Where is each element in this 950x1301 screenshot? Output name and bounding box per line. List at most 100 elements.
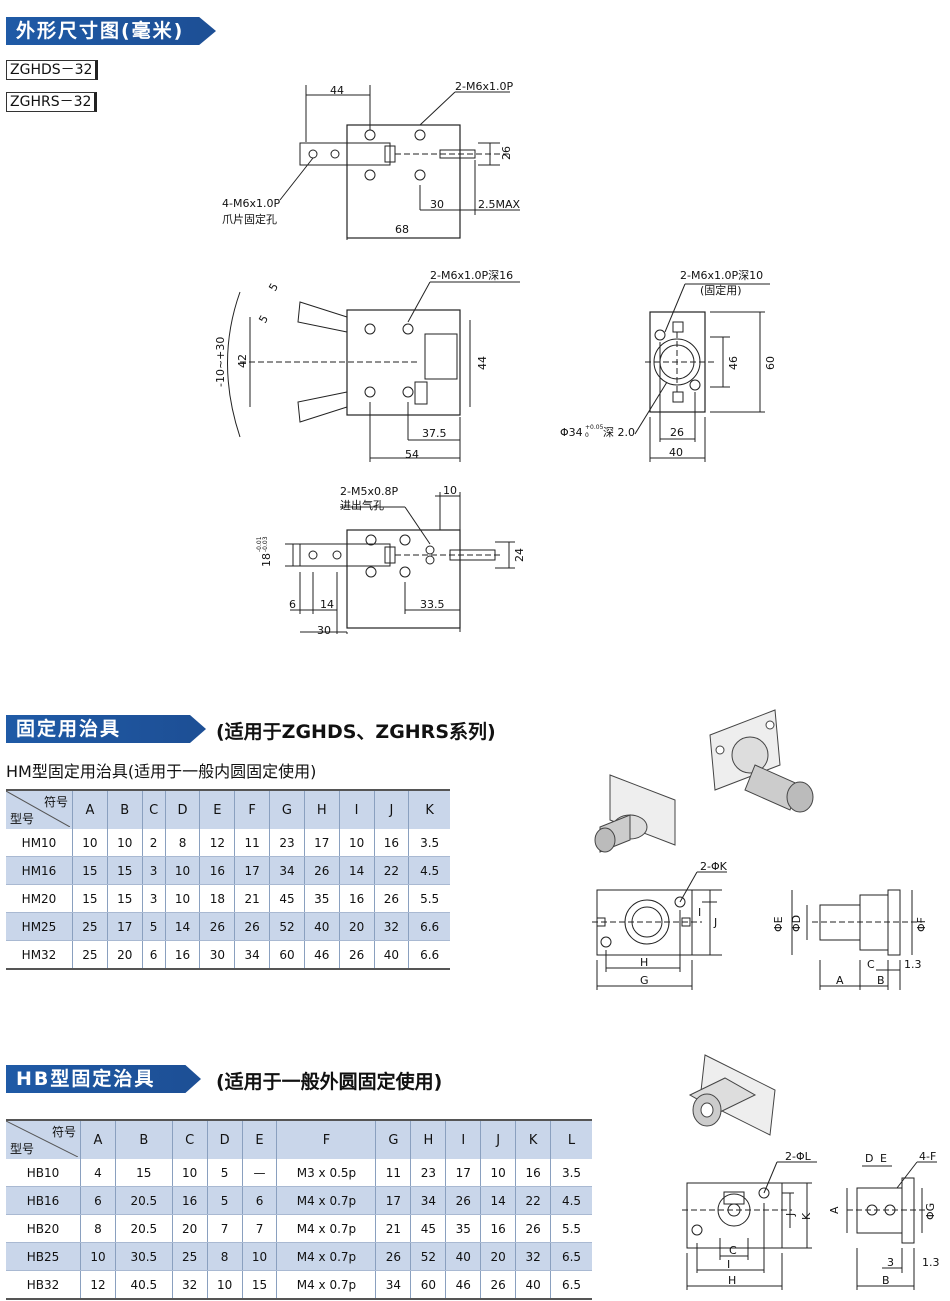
- table-cell: 6.6: [408, 940, 450, 970]
- table-cell: 3: [142, 884, 166, 913]
- hb-col-d: D: [207, 1119, 243, 1159]
- table-cell: 23: [269, 829, 305, 857]
- dim-42: 42: [236, 354, 249, 368]
- dim-54: 54: [405, 448, 419, 461]
- dim-phi34: Φ34: [560, 426, 583, 439]
- table-cell: 25: [72, 912, 108, 941]
- table-cell: —: [242, 1159, 278, 1187]
- table-cell: 20: [172, 1214, 208, 1243]
- table-row: HB16 6 20.5 16 5 6 M4 x 0.7p 17 34 26 14…: [6, 1186, 592, 1215]
- dim-33-5: 33.5: [420, 598, 445, 611]
- table-cell: 22: [515, 1186, 552, 1215]
- hm-label-j: J: [713, 916, 717, 929]
- tol-dn: 0: [585, 432, 589, 439]
- table-cell: 16: [515, 1159, 552, 1187]
- table-cell: 10: [72, 829, 108, 857]
- dim-2-5max: 2.5MAX: [478, 198, 521, 211]
- note-2-m6-depth16: 2-M6x1.0P深16: [430, 269, 513, 282]
- section-title-hb: HB型固定治具: [6, 1065, 201, 1093]
- table-cell: 6.5: [550, 1242, 592, 1271]
- table-cell: 40: [374, 940, 410, 970]
- table-cell: 40.5: [115, 1270, 173, 1300]
- table-cell: 30: [199, 940, 236, 970]
- table-cell: 22: [374, 856, 410, 885]
- hm-label-phie: ΦE: [772, 916, 785, 932]
- table-cell: 10: [165, 884, 201, 913]
- hm-label-phid: ΦD: [790, 915, 803, 932]
- hb-corner-cell: 符号 型号: [6, 1119, 81, 1159]
- table-cell: 4: [80, 1159, 116, 1187]
- table-cell: 26: [339, 940, 375, 970]
- drawing-bottom-view: 2-M5x0.8P 进出气孔 10 18 -0.01 -0.03 24 6 14…: [256, 484, 526, 637]
- table-row: HB25 10 30.5 25 8 10 M4 x 0.7p 26 52 40 …: [6, 1242, 592, 1271]
- table-cell: 10: [207, 1270, 243, 1300]
- hm-model-cell: HM32: [6, 940, 73, 970]
- hm-label-1-3: 1.3: [904, 958, 922, 971]
- note-air-port: 进出气孔: [340, 498, 384, 512]
- table-cell: 6.6: [408, 912, 450, 941]
- note-claw-holes: 爪片固定孔: [222, 212, 277, 226]
- table-cell: 3.5: [408, 829, 450, 857]
- table-cell: 16: [339, 884, 375, 913]
- note-2-m5: 2-M5x0.8P: [340, 485, 398, 498]
- dim-18: 18: [260, 553, 273, 567]
- hm-col-d: D: [165, 789, 201, 829]
- hm-model-cell: HM10: [6, 829, 73, 857]
- table-cell: 15: [107, 884, 143, 913]
- hb-corner-symbol: 符号: [51, 1125, 76, 1139]
- table-cell: 14: [339, 856, 375, 885]
- table-row: HM25 25 17 5 14 26 26 52 40 20 32 6.6: [6, 912, 450, 941]
- table-cell: 14: [480, 1186, 517, 1215]
- table-cell: 60: [269, 940, 305, 970]
- table-cell: 17: [375, 1186, 412, 1215]
- hm-col-i: I: [339, 789, 375, 829]
- table-row: HM10 10 10 2 8 12 11 23 17 10 16 3.5: [6, 829, 450, 857]
- table-cell: 15: [107, 856, 143, 885]
- hb-label-h: H: [728, 1274, 736, 1287]
- hb-col-l: L: [550, 1119, 592, 1159]
- hb-model-cell: HB10: [6, 1159, 81, 1187]
- table-cell: 10: [172, 1159, 208, 1187]
- table-cell: 3: [142, 856, 166, 885]
- table-cell: 40: [445, 1242, 482, 1271]
- table-cell: 34: [410, 1186, 447, 1215]
- dim-range: -10~+30: [214, 337, 227, 387]
- table-cell: 16: [199, 856, 236, 885]
- hm-label-h: H: [640, 956, 648, 969]
- table-cell: 4.5: [408, 856, 450, 885]
- hb-col-i: I: [445, 1119, 482, 1159]
- hm-subtitle: HM型固定用治具(适用于一般内圆固定使用): [6, 762, 317, 781]
- table-cell: 2: [142, 829, 166, 857]
- dim-30: 30: [430, 198, 444, 211]
- hm-col-c: C: [142, 789, 166, 829]
- dim-10: 10: [443, 484, 457, 497]
- table-cell: 6: [80, 1186, 116, 1215]
- note-2-m6-depth10: 2-M6x1.0P深10: [680, 269, 763, 282]
- table-cell: 35: [445, 1214, 482, 1243]
- table-cell: 7: [207, 1214, 243, 1243]
- section-title-fixture: 固定用治具: [6, 715, 206, 743]
- hb-applicability: (适用于一般外圆固定使用): [216, 1071, 443, 1093]
- hb-corner-model: 型号: [10, 1142, 35, 1156]
- table-cell: 26: [445, 1186, 482, 1215]
- dim-depth2: 深 2.0: [603, 426, 635, 439]
- table-cell: 7: [242, 1214, 278, 1243]
- note-4-m6: 4-M6x1.0P: [222, 197, 280, 210]
- hm-label-i: I: [698, 906, 701, 919]
- table-cell: 17: [445, 1159, 482, 1187]
- hm-label-phif: ΦF: [915, 917, 928, 932]
- hm-model-cell: HM20: [6, 884, 73, 913]
- table-cell: 32: [374, 912, 410, 941]
- dim-6: 6: [289, 598, 296, 611]
- hm-col-k: K: [408, 789, 450, 829]
- table-cell: 5.5: [550, 1214, 592, 1243]
- table-cell: 15: [72, 884, 108, 913]
- table-cell: 8: [80, 1214, 116, 1243]
- table-cell: 10: [480, 1159, 517, 1187]
- table-cell: 20: [107, 940, 143, 970]
- table-cell: 26: [199, 912, 236, 941]
- table-cell: 17: [234, 856, 271, 885]
- hb-col-a: A: [80, 1119, 116, 1159]
- table-cell: 10: [107, 829, 143, 857]
- dim-26: 26: [500, 146, 513, 160]
